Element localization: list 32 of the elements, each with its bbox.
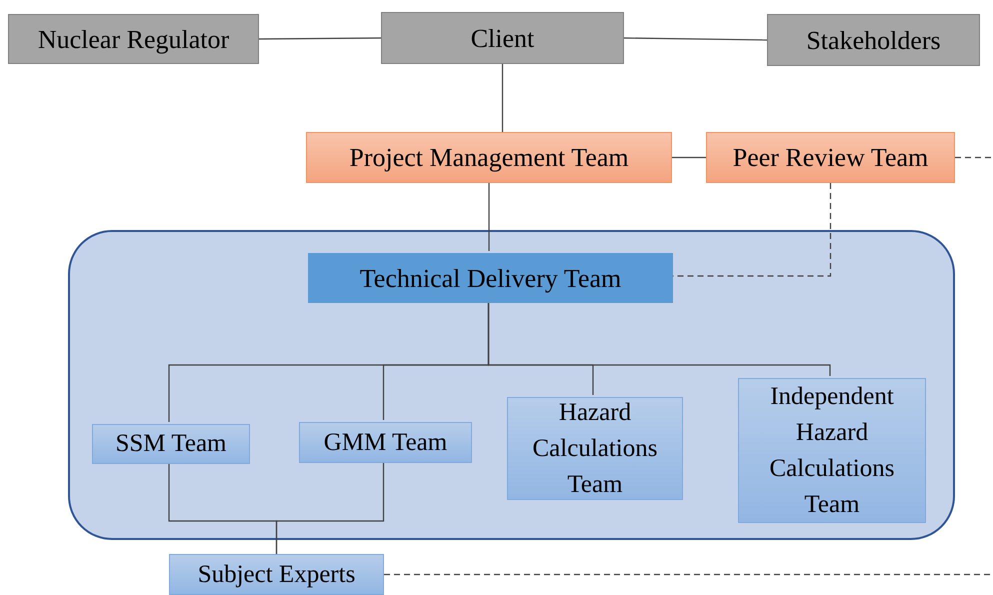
stakeholder-box [767, 14, 980, 66]
team-label: Nuclear Regulator [36, 24, 230, 56]
stakeholder-box [381, 12, 624, 64]
team-box [308, 253, 673, 303]
team-label: Hazard Calculations Team [532, 398, 658, 500]
team-box [706, 132, 955, 183]
team-box [306, 132, 672, 183]
team-label: SSM Team [114, 429, 228, 459]
team-box [738, 378, 926, 523]
team-label: GMM Team [322, 428, 448, 458]
connector-line [488, 183, 490, 251]
dashed-connector [955, 156, 993, 158]
connector-line [672, 156, 706, 158]
team-label: Stakeholders [805, 24, 942, 56]
team-label: Client [470, 22, 536, 54]
stakeholder-box [8, 14, 259, 64]
team-label: Subject Experts [196, 560, 356, 590]
connector-line [259, 37, 381, 40]
team-label: Project Management Team [348, 142, 630, 174]
team-label: Technical Delivery Team [358, 262, 622, 295]
dashed-connector [384, 574, 993, 576]
team-box [92, 424, 250, 464]
team-box [299, 422, 472, 463]
team-label: Independent Hazard Calculations Team [768, 382, 896, 520]
team-box [169, 554, 384, 595]
group-panel [68, 230, 955, 540]
connector-line [624, 37, 767, 41]
connector-line [276, 461, 384, 554]
team-box [507, 397, 683, 500]
connector-line [488, 301, 831, 376]
team-label: Peer Review Team [732, 142, 930, 174]
dashed-connector [671, 183, 832, 277]
